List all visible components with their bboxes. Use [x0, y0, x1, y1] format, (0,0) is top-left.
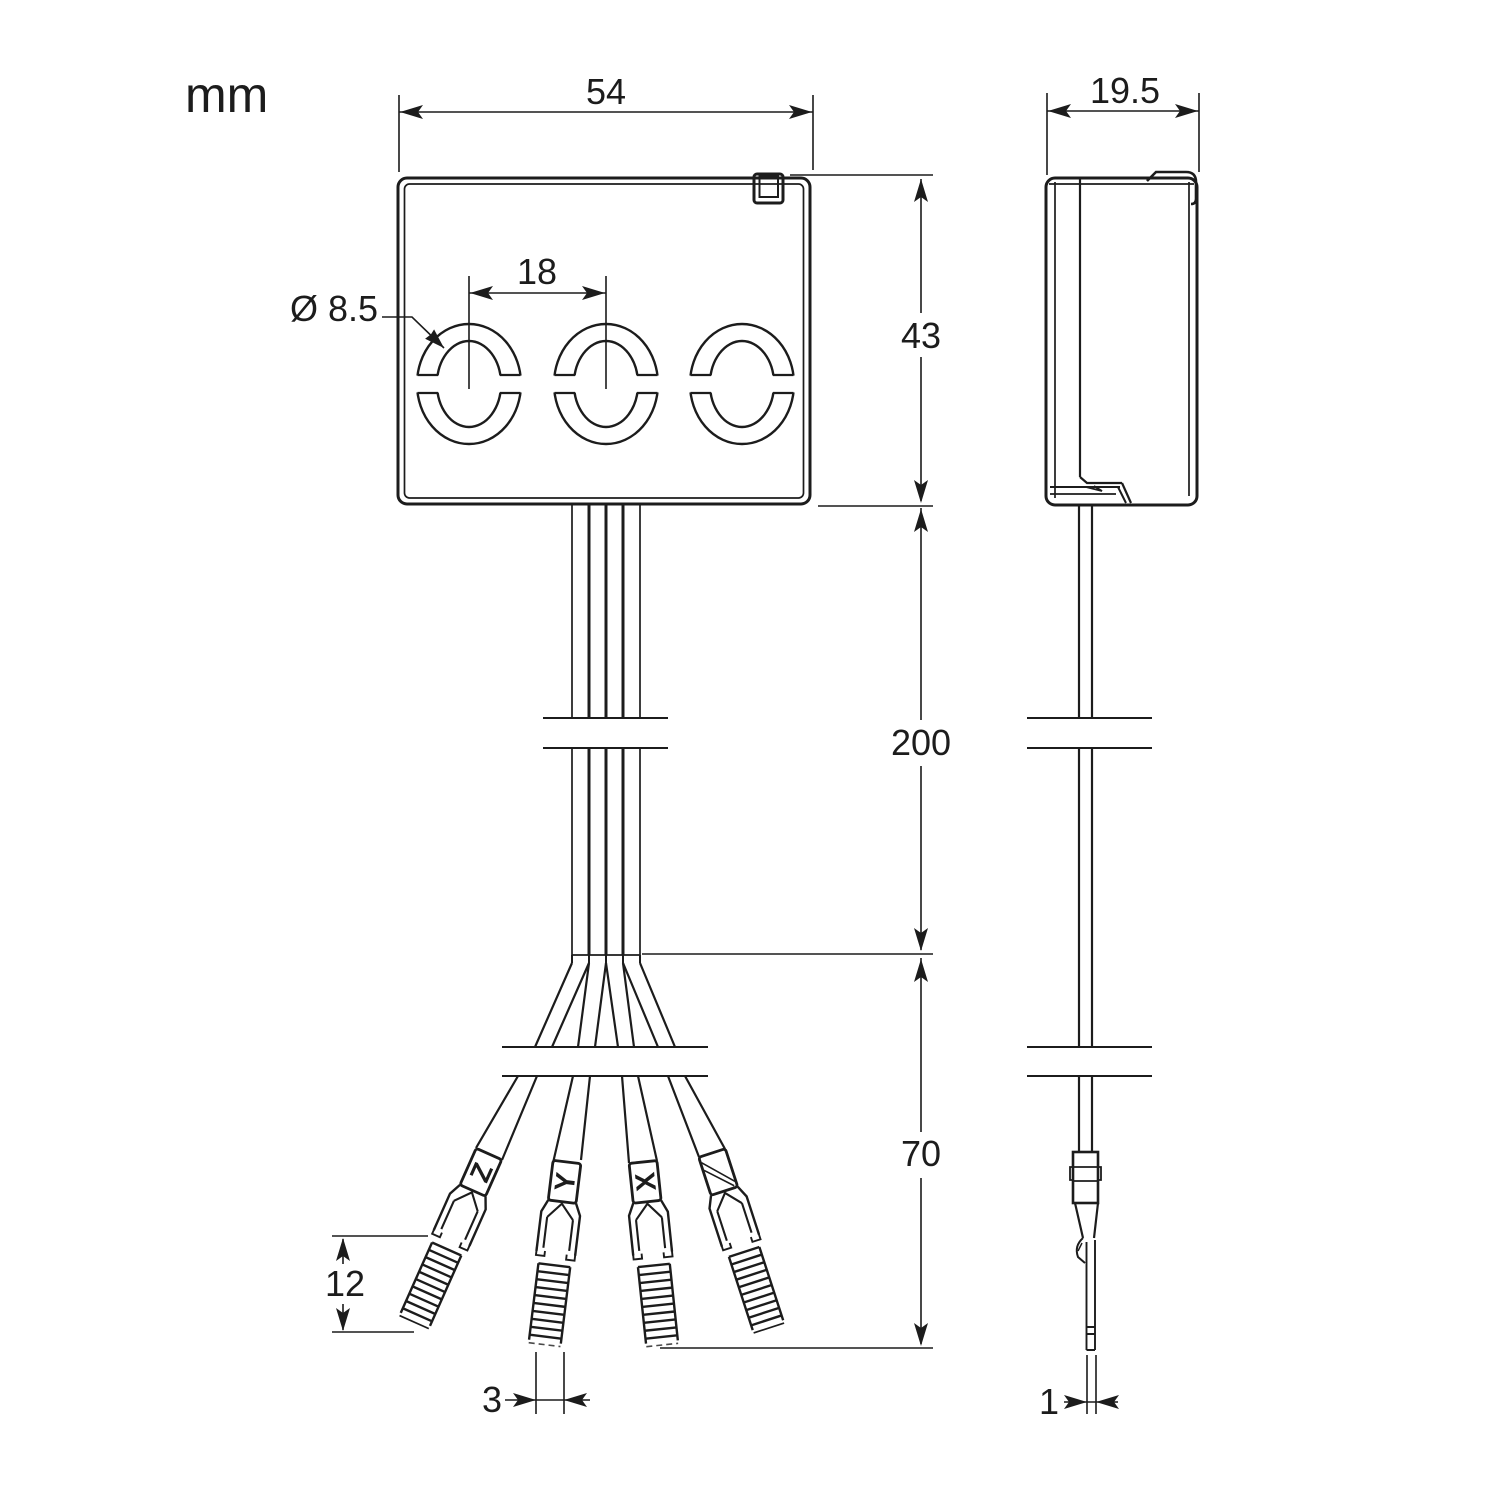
dim-wire-tip-width: 3	[482, 1352, 590, 1420]
dim-hole-diameter: Ø 8.5	[290, 288, 445, 349]
wire-y-label: Y	[549, 1170, 582, 1193]
dim-body-height-label: 43	[901, 315, 941, 356]
dim-blade-width: 1	[1039, 1355, 1119, 1422]
dim-hole-spacing-label: 18	[517, 251, 557, 292]
dim-blade-width-label: 1	[1039, 1381, 1059, 1422]
side-enclosure-body	[1044, 176, 1199, 507]
dimensions: mm 54 19.5 18 Ø 8.5	[185, 67, 1200, 1422]
side-bottom-step	[1050, 476, 1133, 504]
dim-front-width: 54	[398, 71, 814, 172]
dim-fanout-length-label: 70	[901, 1133, 941, 1174]
side-view	[1027, 170, 1199, 1351]
cable-break-symbol	[543, 717, 668, 749]
side-cable-break-symbols	[1027, 717, 1152, 1077]
wire-4-assembly	[692, 1145, 788, 1334]
side-clip-tab	[1146, 170, 1198, 206]
wire-y-assembly: Y	[524, 1158, 588, 1348]
side-blade-pin	[1085, 1240, 1096, 1351]
dim-hole-diameter-label: Ø 8.5	[290, 288, 378, 329]
wire-fanout	[475, 955, 726, 1164]
dim-ferrule-length: 12	[325, 1235, 428, 1333]
wire-z-assembly: Z	[396, 1144, 509, 1330]
side-wire-end	[1069, 1150, 1102, 1351]
front-enclosure-body	[396, 176, 812, 506]
side-cable	[1027, 505, 1152, 1152]
front-view: Z Y X	[396, 172, 812, 1348]
fanout-break-symbol	[502, 1046, 708, 1077]
dim-cable-length: 200	[642, 508, 951, 955]
dim-fanout-length: 70	[660, 958, 941, 1349]
dim-cable-length-label: 200	[891, 722, 951, 763]
front-clip-tab	[752, 172, 785, 205]
wire-4-sleeve-crease	[701, 1162, 736, 1187]
wire-x-label: X	[629, 1171, 662, 1193]
ribbon-cable	[543, 504, 668, 956]
dim-hole-spacing: 18	[469, 251, 606, 300]
dim-front-width-label: 54	[586, 71, 626, 112]
dim-side-depth-label: 19.5	[1090, 70, 1160, 111]
cable-hole-3	[685, 322, 799, 446]
wire-z-label: Z	[464, 1158, 499, 1186]
dim-body-height: 43	[790, 174, 941, 507]
wire-x-assembly: X	[622, 1158, 683, 1348]
dim-ferrule-length-label: 12	[325, 1263, 365, 1304]
dim-wire-tip-width-label: 3	[482, 1379, 502, 1420]
dim-side-depth: 19.5	[1046, 70, 1200, 175]
units-label: mm	[185, 67, 268, 123]
hole-center-lines	[468, 276, 607, 389]
